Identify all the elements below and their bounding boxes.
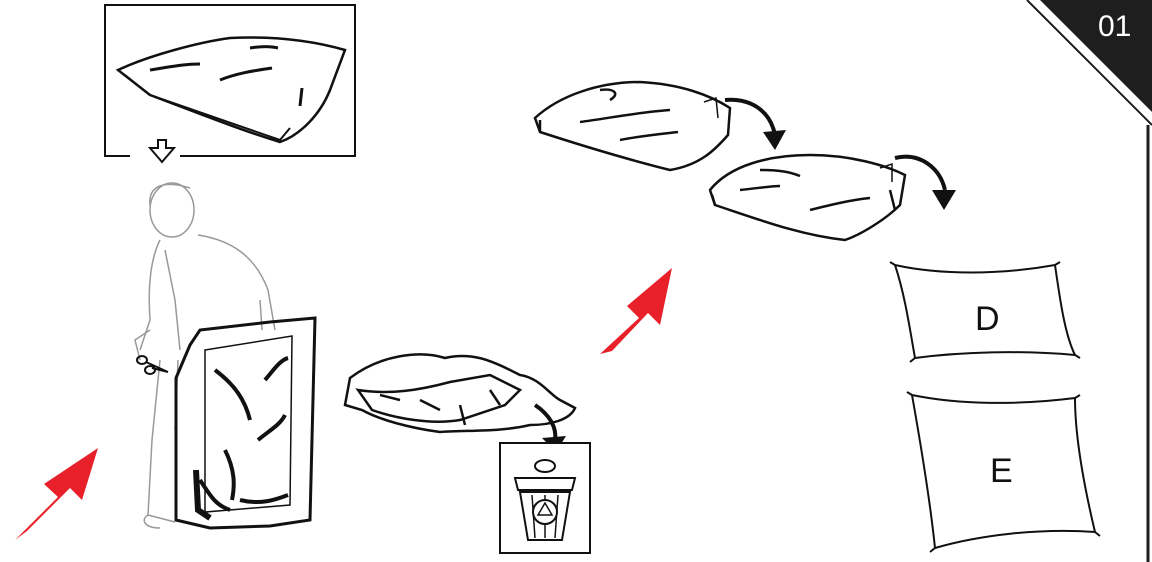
discarded-wrapping	[345, 354, 575, 432]
fold-arrow-1	[725, 100, 786, 150]
pillow-d-label: D	[975, 300, 1000, 338]
pillow-e: E	[907, 392, 1100, 552]
pillow-d: D	[890, 262, 1080, 362]
scissors-icon	[137, 356, 168, 374]
step-number: 01	[1098, 10, 1131, 43]
unwrapped-bag	[176, 318, 315, 528]
folded-mattress-1	[535, 82, 730, 170]
red-arrow-middle	[600, 268, 672, 354]
folded-mattress-2	[710, 155, 905, 240]
red-arrow-bottom-left	[15, 448, 98, 540]
down-arrow-icon	[150, 140, 174, 162]
inset-packed-mattress	[105, 5, 355, 156]
pillow-e-label: E	[990, 452, 1013, 490]
recycle-bin-icon	[500, 443, 590, 553]
